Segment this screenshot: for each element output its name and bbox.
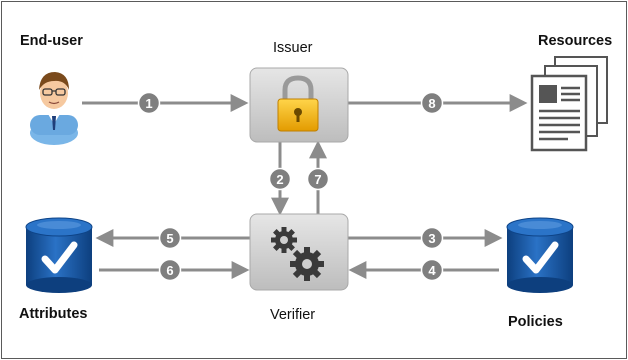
step-badge-8: 8	[420, 91, 444, 115]
svg-text:6: 6	[166, 263, 173, 278]
svg-text:8: 8	[428, 96, 435, 111]
documents-icon	[530, 56, 608, 152]
verifier-node	[249, 213, 349, 291]
svg-text:3: 3	[428, 231, 435, 246]
svg-text:2: 2	[276, 172, 283, 187]
svg-text:4: 4	[428, 263, 436, 278]
step-badge-1: 1	[137, 91, 161, 115]
resources-label: Resources	[538, 33, 613, 49]
step-badge-6: 6	[158, 258, 182, 282]
gears-icon	[271, 227, 324, 281]
svg-text:5: 5	[166, 231, 173, 246]
end-user-label: End-user	[20, 33, 83, 49]
user-avatar-icon	[30, 72, 78, 145]
attributes-database-icon	[25, 217, 93, 293]
step-badge-3: 3	[420, 226, 444, 250]
issuer-label: Issuer	[273, 40, 313, 56]
step-badge-4: 4	[420, 258, 444, 282]
step-badges: 1 8 2 7 3 4 5	[137, 91, 444, 282]
checkmark-icon	[41, 241, 78, 274]
checkmark-icon	[522, 241, 559, 274]
attributes-label: Attributes	[19, 306, 88, 322]
policies-database-icon	[506, 217, 574, 293]
verifier-label: Verifier	[270, 307, 316, 323]
svg-text:1: 1	[145, 96, 152, 111]
policies-label: Policies	[508, 314, 563, 330]
step-badge-7: 7	[306, 167, 330, 191]
step-badge-5: 5	[158, 226, 182, 250]
issuer-node	[249, 67, 349, 143]
step-badge-2: 2	[268, 167, 292, 191]
padlock-icon	[277, 75, 319, 132]
svg-text:7: 7	[314, 172, 321, 187]
